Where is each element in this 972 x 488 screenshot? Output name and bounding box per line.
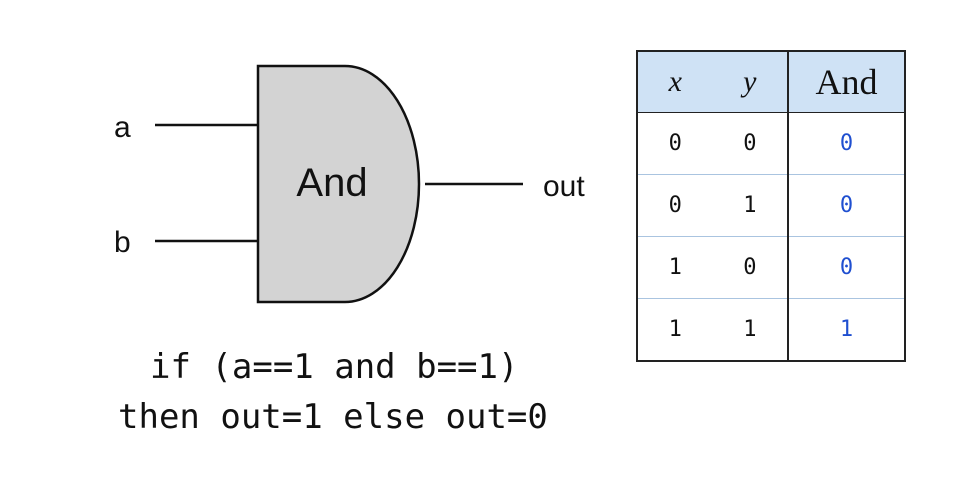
- cell-and: 0: [787, 236, 905, 299]
- cell-y: 1: [743, 317, 757, 342]
- header-y: y: [712, 51, 789, 113]
- and-gate-body: [256, 64, 421, 304]
- output-label: out: [543, 170, 585, 203]
- code-line-1: if (a==1 and b==1): [150, 347, 519, 387]
- input-a-label: a: [114, 111, 131, 144]
- header-x: x: [637, 51, 713, 113]
- cell-x: 0: [637, 174, 713, 237]
- cell-y: 1: [712, 174, 789, 237]
- input-b-label: b: [114, 226, 131, 259]
- cell-x: 1: [637, 236, 713, 299]
- logic-expression: if (a==1 and b==1) then out=1 else out=0: [118, 342, 548, 442]
- cell-x: 1: [668, 317, 682, 342]
- cell-and: 0: [787, 112, 905, 175]
- header-and: And: [787, 51, 905, 113]
- table-row: 1 0 0: [637, 236, 905, 299]
- table-row: 1 1 1: [637, 298, 905, 361]
- cell-and: 1: [787, 298, 905, 361]
- cell-y: 0: [712, 236, 789, 299]
- cell-x: 0: [637, 112, 713, 175]
- code-line-2: then out=1 else out=0: [118, 397, 548, 437]
- gate-name: And: [296, 161, 367, 205]
- truth-table: x y And 0 0 0 0 1 0 1 0 0 1 1: [636, 50, 906, 362]
- cell-y: 0: [712, 112, 789, 175]
- table-row: 0 0 0: [637, 112, 905, 175]
- cell-and: 0: [787, 174, 905, 237]
- table-row: 0 1 0: [637, 174, 905, 237]
- truth-table-header: x y And: [637, 51, 905, 113]
